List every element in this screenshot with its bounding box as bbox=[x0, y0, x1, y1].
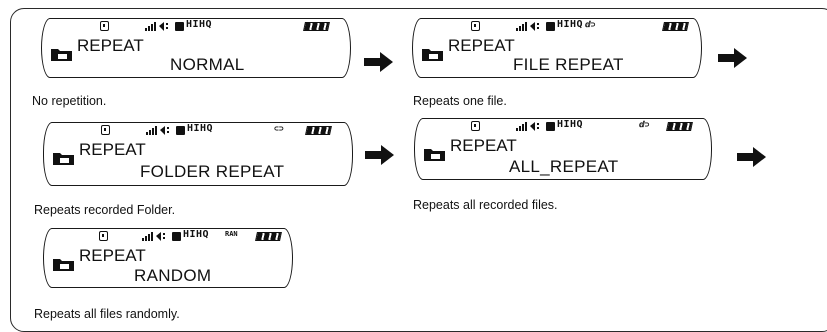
lcd-display: HIHQ ⊂⊃ REPEAT FOLDER REPEAT bbox=[43, 122, 353, 186]
status-flags: HIHQ bbox=[183, 229, 210, 240]
mic-mode-icon bbox=[99, 231, 108, 241]
battery-icon bbox=[305, 126, 332, 135]
lcd-display: HIHQ REPEAT NORMAL bbox=[41, 18, 351, 78]
status-flags: HIHQ bbox=[186, 19, 213, 30]
folder-icon bbox=[53, 153, 74, 165]
mic-mode-icon bbox=[471, 21, 480, 31]
status-bar: HIHQ bbox=[42, 19, 350, 35]
mic-mode-icon bbox=[101, 125, 110, 135]
right-arrow-icon bbox=[737, 147, 766, 167]
mic-mode-icon bbox=[471, 121, 480, 131]
mic-mode-icon bbox=[100, 21, 109, 31]
status-indicator: RAN bbox=[225, 230, 238, 238]
signal-strength-icon bbox=[146, 126, 169, 135]
mode-description: Repeats recorded Folder. bbox=[34, 203, 176, 217]
mode-label: REPEAT bbox=[448, 36, 515, 55]
status-bar: HIHQ ⅆ⊃ bbox=[413, 19, 701, 35]
record-icon bbox=[546, 122, 555, 131]
signal-strength-icon bbox=[516, 122, 539, 131]
mode-value: FILE REPEAT bbox=[513, 55, 624, 74]
signal-strength-icon bbox=[142, 232, 165, 241]
record-icon bbox=[175, 22, 184, 31]
battery-icon bbox=[662, 22, 689, 31]
status-indicator: ⅆ⊃ bbox=[639, 120, 650, 129]
status-flags: HIHQ bbox=[557, 119, 584, 130]
right-arrow-icon bbox=[364, 52, 393, 72]
record-icon bbox=[546, 22, 555, 31]
lcd-display: HIHQ ⅆ⊃ REPEAT FILE REPEAT bbox=[412, 18, 702, 78]
right-arrow-icon bbox=[365, 145, 394, 165]
mode-description: Repeats all recorded files. bbox=[413, 198, 558, 212]
mode-value: FOLDER REPEAT bbox=[140, 162, 285, 181]
record-icon bbox=[172, 232, 181, 241]
mode-label: REPEAT bbox=[450, 136, 517, 155]
mode-label: REPEAT bbox=[79, 140, 146, 159]
status-indicator: ⊂⊃ bbox=[274, 124, 284, 133]
folder-icon bbox=[422, 49, 443, 61]
mode-description: Repeats all files randomly. bbox=[34, 307, 180, 321]
status-bar: HIHQ ⅆ⊃ bbox=[415, 119, 711, 135]
battery-icon bbox=[666, 122, 693, 131]
mode-value: RANDOM bbox=[134, 266, 212, 285]
mode-label: REPEAT bbox=[79, 246, 146, 265]
folder-icon bbox=[51, 49, 72, 61]
lcd-display: HIHQ RAN REPEAT RANDOM bbox=[43, 228, 293, 288]
signal-strength-icon bbox=[145, 22, 168, 31]
folder-icon bbox=[424, 149, 445, 161]
mode-description: No repetition. bbox=[32, 94, 107, 108]
status-flags: HIHQ bbox=[557, 19, 584, 30]
status-bar: HIHQ ⊂⊃ bbox=[44, 123, 352, 139]
mode-label: REPEAT bbox=[77, 36, 144, 55]
battery-icon bbox=[303, 22, 330, 31]
status-bar: HIHQ RAN bbox=[44, 229, 292, 245]
folder-icon bbox=[53, 259, 74, 271]
mode-value: NORMAL bbox=[170, 55, 245, 74]
lcd-display: HIHQ ⅆ⊃ REPEAT ALL_REPEAT bbox=[414, 118, 712, 180]
right-arrow-icon bbox=[718, 48, 747, 68]
mode-description: Repeats one file. bbox=[413, 94, 507, 108]
status-indicator: ⅆ⊃ bbox=[585, 20, 596, 29]
signal-strength-icon bbox=[516, 22, 539, 31]
battery-icon bbox=[255, 232, 282, 241]
record-icon bbox=[176, 126, 185, 135]
mode-value: ALL_REPEAT bbox=[509, 157, 619, 176]
status-flags: HIHQ bbox=[187, 123, 214, 134]
